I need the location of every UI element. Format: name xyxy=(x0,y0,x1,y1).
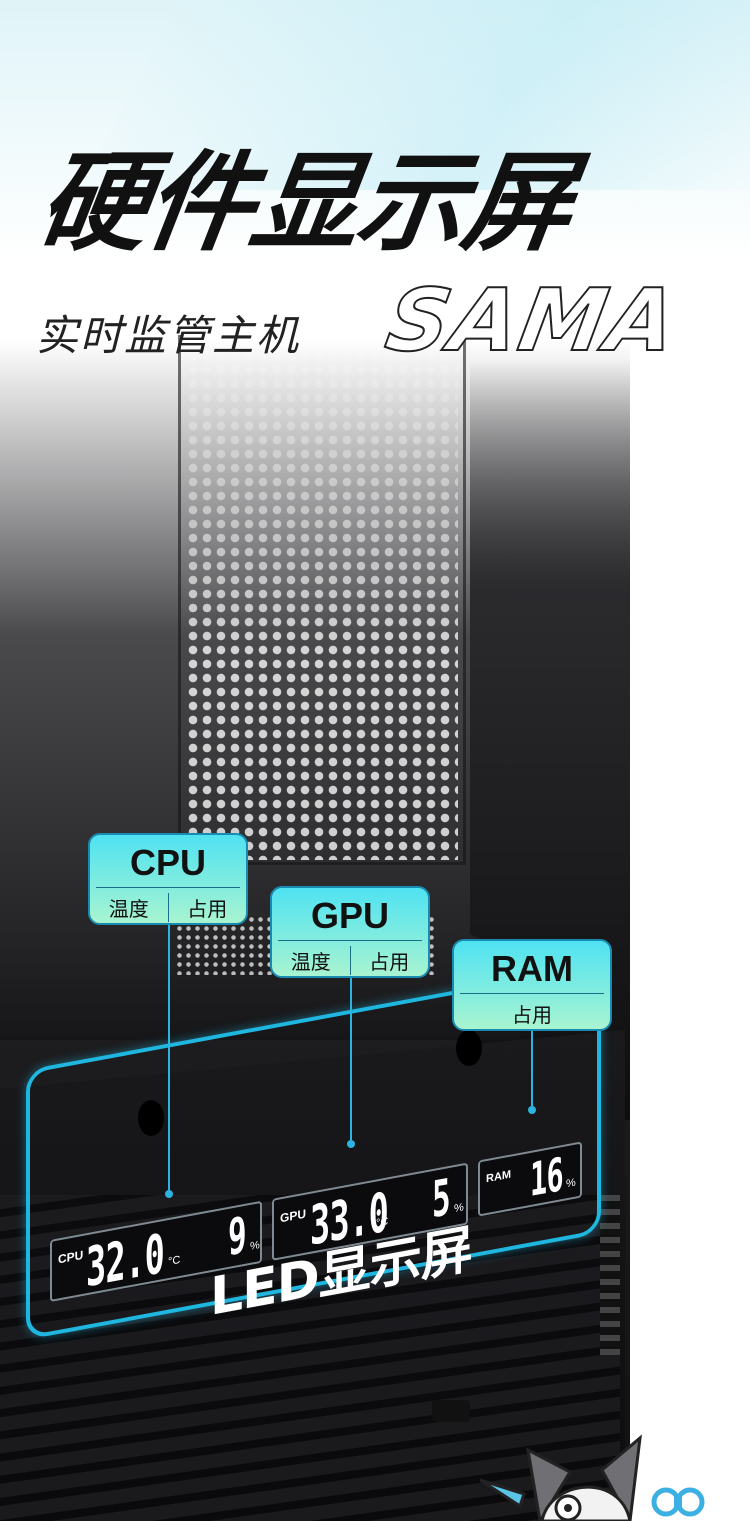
gpu-callout-temp: 温度 xyxy=(290,949,331,974)
cpu-callout: CPU 温度 占用 xyxy=(88,833,248,925)
gpu-callout-metrics: 温度 占用 xyxy=(272,941,428,979)
ram-callout-title: RAM xyxy=(491,948,573,989)
cpu-callout-temp: 温度 xyxy=(108,896,149,921)
ram-callout: RAM 占用 xyxy=(452,939,612,1031)
ram-leader-dot xyxy=(528,1106,536,1114)
cpu-callout-title: CPU xyxy=(129,842,206,883)
callout-divider xyxy=(278,940,422,941)
cpu-temp-unit: °C xyxy=(168,1253,181,1269)
callout-divider xyxy=(460,993,604,994)
cpu-callout-usage: 占用 xyxy=(167,892,247,922)
case-foot xyxy=(432,1400,470,1422)
gpu-callout-usage: 占用 xyxy=(349,945,429,975)
ram-leader-line xyxy=(531,1028,533,1110)
page-title: 硬件显示屏 xyxy=(31,141,579,266)
page-subtitle: 实时监管主机 xyxy=(36,311,301,360)
cpu-callout-metrics: 温度 占用 xyxy=(90,888,246,926)
gpu-callout: GPU 温度 占用 xyxy=(270,886,430,978)
gpu-leader-line xyxy=(350,975,352,1143)
callout-divider xyxy=(96,887,240,888)
ram-display: RAM 16 % xyxy=(478,1141,582,1217)
cpu-leader-dot xyxy=(165,1190,173,1198)
mesh-panel xyxy=(186,335,458,860)
cpu-leader-line xyxy=(168,922,170,1194)
ram-callout-metrics: 占用 xyxy=(454,994,610,1032)
gpu-leader-dot xyxy=(347,1140,355,1148)
ram-usage-unit: % xyxy=(566,1176,576,1191)
ram-usage-value: 16 xyxy=(530,1146,564,1208)
ram-callout-usage: 占用 xyxy=(512,1002,552,1027)
mascot-character-icon xyxy=(480,1410,730,1521)
ram-display-label: RAM xyxy=(486,1168,512,1186)
mesh-panel-frame xyxy=(178,335,466,865)
gpu-callout-title: GPU xyxy=(310,895,389,936)
gpu-display-label: GPU xyxy=(280,1206,307,1226)
brand-logo: SAMA xyxy=(378,270,686,372)
cpu-temp-value: 32.0 xyxy=(86,1221,165,1300)
side-vent xyxy=(600,1195,620,1355)
cpu-display-label: CPU xyxy=(58,1247,84,1267)
cable-hole xyxy=(456,1030,482,1066)
cable-hole xyxy=(138,1100,164,1136)
